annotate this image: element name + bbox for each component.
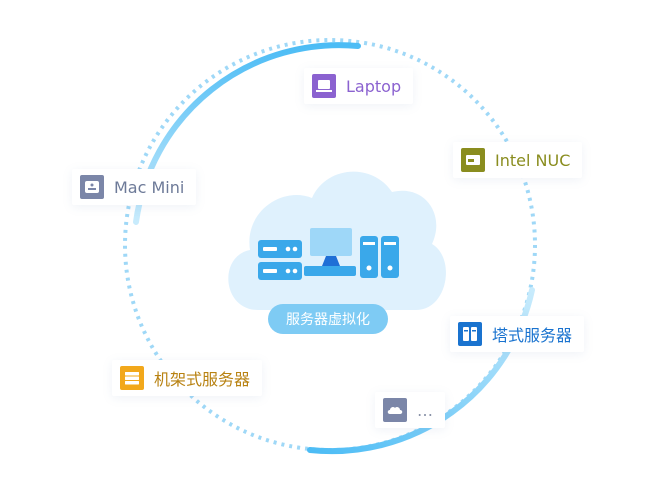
mac-mini-icon bbox=[80, 175, 104, 199]
laptop-icon bbox=[312, 74, 336, 98]
center-label: 服务器虚拟化 bbox=[268, 304, 388, 334]
node-more[interactable]: … bbox=[375, 392, 445, 428]
tower-server-icon bbox=[458, 322, 482, 346]
node-intel-nuc[interactable]: Intel NUC bbox=[453, 142, 583, 178]
node-rack-server[interactable]: 机架式服务器 bbox=[112, 360, 263, 396]
node-mac-mini[interactable]: Mac Mini bbox=[72, 169, 197, 205]
node-label: Laptop bbox=[346, 76, 402, 96]
node-label: 机架式服务器 bbox=[154, 370, 251, 389]
node-tower-server[interactable]: 塔式服务器 bbox=[450, 316, 585, 352]
server-cloud-icon bbox=[228, 171, 446, 310]
node-label: Intel NUC bbox=[495, 150, 571, 170]
cloud-icon bbox=[383, 398, 407, 422]
mini-pc-icon bbox=[461, 148, 485, 172]
node-label: … bbox=[417, 400, 433, 420]
node-label: Mac Mini bbox=[114, 177, 185, 197]
node-laptop[interactable]: Laptop bbox=[304, 68, 414, 104]
rack-server-icon bbox=[120, 366, 144, 390]
node-label: 塔式服务器 bbox=[492, 326, 573, 345]
